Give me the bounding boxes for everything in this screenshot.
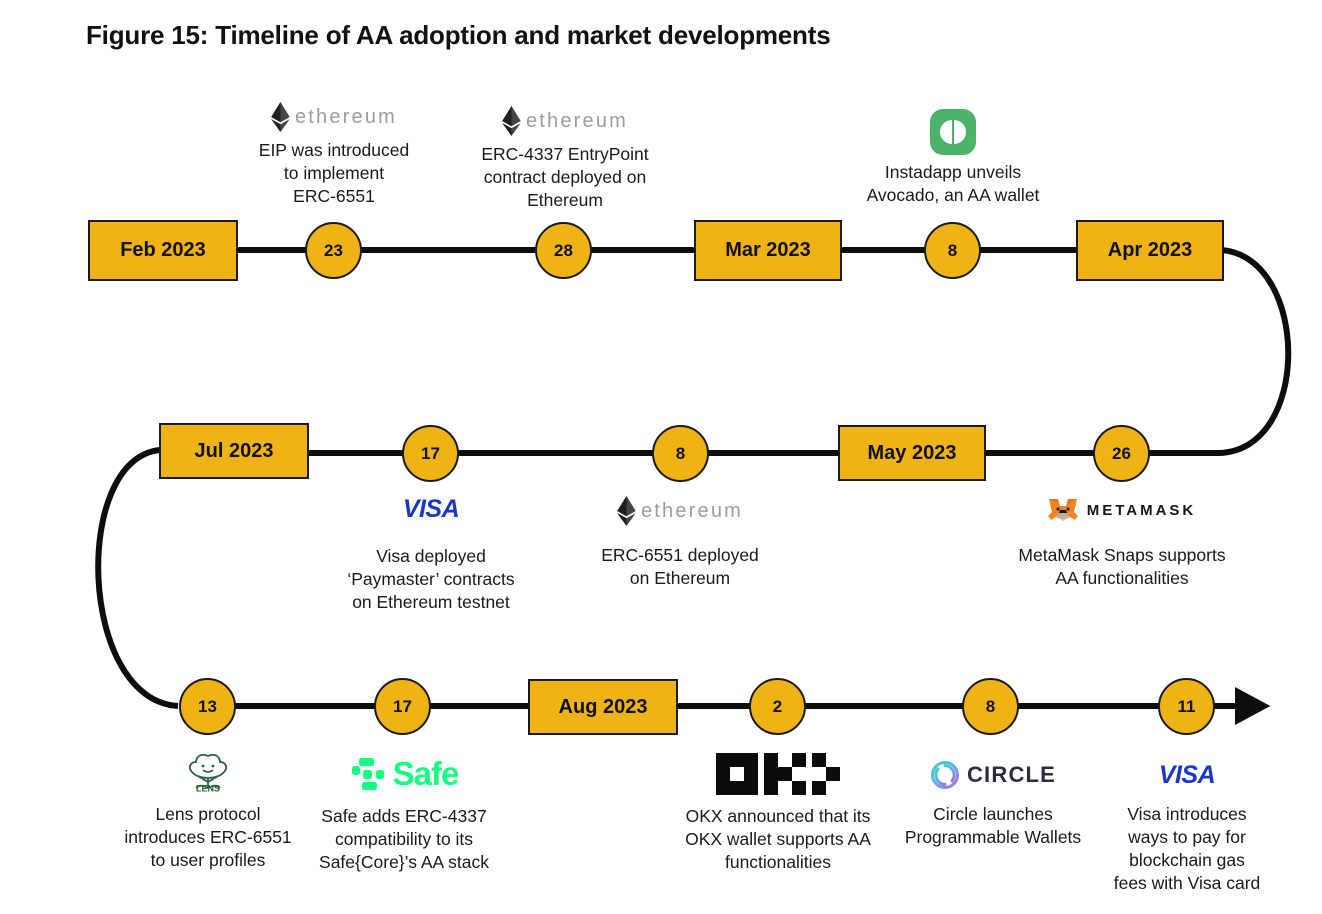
visa-wordmark: VISA	[402, 494, 460, 523]
connector-curve-left	[95, 447, 179, 709]
node-day-28[interactable]: 28	[535, 222, 592, 279]
event-visa-paymaster: VISA Visa deployed ‘Paymaster’ contracts…	[325, 492, 537, 614]
node-label: Apr 2023	[1107, 239, 1193, 261]
event-eip-6551-introduced: ethereum EIP was introduced to implement…	[238, 100, 430, 208]
event-circle-programmable-wallets: CIRCLE Circle launches Programmable Wall…	[884, 752, 1102, 849]
circle-logo: CIRCLE	[884, 752, 1102, 798]
event-caption: MetaMask Snaps supports AA functionaliti…	[1018, 545, 1226, 589]
node-label: May 2023	[867, 441, 957, 464]
metamask-wordmark: METAMASK	[1086, 502, 1197, 520]
visa-logo: VISA	[1104, 752, 1270, 798]
event-caption: ERC-6551 deployed on Ethereum	[601, 545, 759, 589]
okx-logo	[662, 748, 894, 800]
node-day-8-mar[interactable]: 8	[924, 222, 981, 279]
event-lens-protocol: LENS Lens protocol introduces ERC-6551 t…	[113, 746, 303, 872]
event-caption: Instadapp unveils Avocado, an AA wallet	[866, 162, 1040, 206]
node-label: 17	[393, 696, 412, 716]
node-label: Aug 2023	[558, 695, 648, 718]
node-label: 11	[1177, 696, 1196, 716]
node-label: 8	[985, 696, 996, 716]
ethereum-diamond-icon	[271, 102, 290, 132]
node-label: 28	[554, 240, 573, 260]
connector-curve-right	[1217, 247, 1292, 456]
node-label: 23	[324, 240, 343, 260]
metamask-fox-icon	[1047, 499, 1078, 521]
node-label: Mar 2023	[725, 239, 811, 261]
safe-wordmark: Safe	[392, 755, 460, 793]
event-caption: ERC-4337 EntryPoint contract deployed on…	[481, 144, 649, 211]
node-day-8-sep[interactable]: 8	[962, 678, 1019, 735]
ethereum-wordmark: ethereum	[640, 499, 744, 522]
event-metamask-snaps: METAMASK MetaMask Snaps supports AA func…	[985, 494, 1259, 590]
node-label: 8	[675, 443, 686, 463]
instadapp-logo	[846, 108, 1060, 156]
metamask-logo: METAMASK	[985, 494, 1259, 528]
safe-logo: Safe	[306, 748, 502, 800]
node-label: 2	[772, 696, 783, 716]
visa-logo: VISA	[325, 492, 537, 526]
event-erc-4337-entrypoint: ethereum ERC-4337 EntryPoint contract de…	[462, 104, 668, 212]
rail-row-2	[302, 450, 1220, 456]
event-caption: Visa deployed ‘Paymaster’ contracts on E…	[347, 546, 515, 613]
node-aug-2023[interactable]: Aug 2023	[528, 679, 678, 735]
node-day-2[interactable]: 2	[749, 678, 806, 735]
node-day-26[interactable]: 26	[1093, 425, 1150, 482]
node-label: Feb 2023	[120, 239, 206, 261]
ethereum-wordmark: ethereum	[294, 105, 398, 128]
node-jul-2023[interactable]: Jul 2023	[159, 423, 309, 479]
event-erc-6551-deployed: ethereum ERC-6551 deployed on Ethereum	[577, 494, 783, 590]
ethereum-logo: ethereum	[238, 100, 430, 134]
timeline-arrowhead	[1218, 686, 1271, 726]
event-instadapp-avocado: Instadapp unveils Avocado, an AA wallet	[846, 108, 1060, 207]
node-day-8-jun[interactable]: 8	[652, 425, 709, 482]
node-label: 8	[947, 240, 958, 260]
node-day-11[interactable]: 11	[1158, 678, 1215, 735]
lens-flower-icon: LENS	[189, 753, 227, 793]
node-feb-2023[interactable]: Feb 2023	[88, 220, 238, 281]
node-mar-2023[interactable]: Mar 2023	[694, 220, 842, 281]
node-day-13[interactable]: 13	[179, 678, 236, 735]
node-day-17-jul[interactable]: 17	[402, 425, 459, 482]
node-apr-2023[interactable]: Apr 2023	[1076, 220, 1224, 281]
circle-swirl-icon	[930, 761, 959, 789]
ethereum-wordmark: ethereum	[525, 109, 629, 132]
event-visa-gas-fees: VISA Visa introduces ways to pay for blo…	[1104, 752, 1270, 895]
figure-title: Figure 15: Timeline of AA adoption and m…	[86, 20, 831, 50]
node-label: 17	[421, 443, 440, 463]
ethereum-logo: ethereum	[577, 494, 783, 528]
visa-wordmark: VISA	[1158, 760, 1216, 789]
safe-mark-icon	[351, 757, 384, 790]
node-label: 13	[198, 696, 217, 716]
rail-row-3	[200, 703, 1224, 709]
lens-logo: LENS	[113, 746, 303, 798]
node-day-17-aug[interactable]: 17	[374, 678, 431, 735]
event-safe-erc-4337: Safe Safe adds ERC-4337 compatibility to…	[306, 748, 502, 874]
ethereum-diamond-icon	[502, 106, 521, 136]
event-caption: Visa introduces ways to pay for blockcha…	[1113, 804, 1261, 894]
event-caption: Lens protocol introduces ERC-6551 to use…	[124, 804, 292, 871]
instadapp-glyph-icon	[940, 120, 966, 144]
ethereum-diamond-icon	[617, 496, 636, 526]
event-caption: Safe adds ERC-4337 compatibility to its …	[319, 806, 489, 873]
okx-mark-icon	[716, 753, 840, 795]
ethereum-logo: ethereum	[462, 104, 668, 138]
circle-wordmark: CIRCLE	[966, 762, 1057, 788]
lens-wordmark: LENS	[196, 784, 220, 793]
event-caption: EIP was introduced to implement ERC-6551	[258, 140, 410, 207]
node-label: 26	[1112, 443, 1131, 463]
event-caption: OKX announced that its OKX wallet suppor…	[685, 806, 871, 873]
event-caption: Circle launches Programmable Wallets	[904, 804, 1082, 848]
node-may-2023[interactable]: May 2023	[838, 425, 986, 481]
node-label: Jul 2023	[194, 439, 274, 462]
event-okx-wallet: OKX announced that its OKX wallet suppor…	[662, 748, 894, 874]
node-day-23[interactable]: 23	[305, 222, 362, 279]
